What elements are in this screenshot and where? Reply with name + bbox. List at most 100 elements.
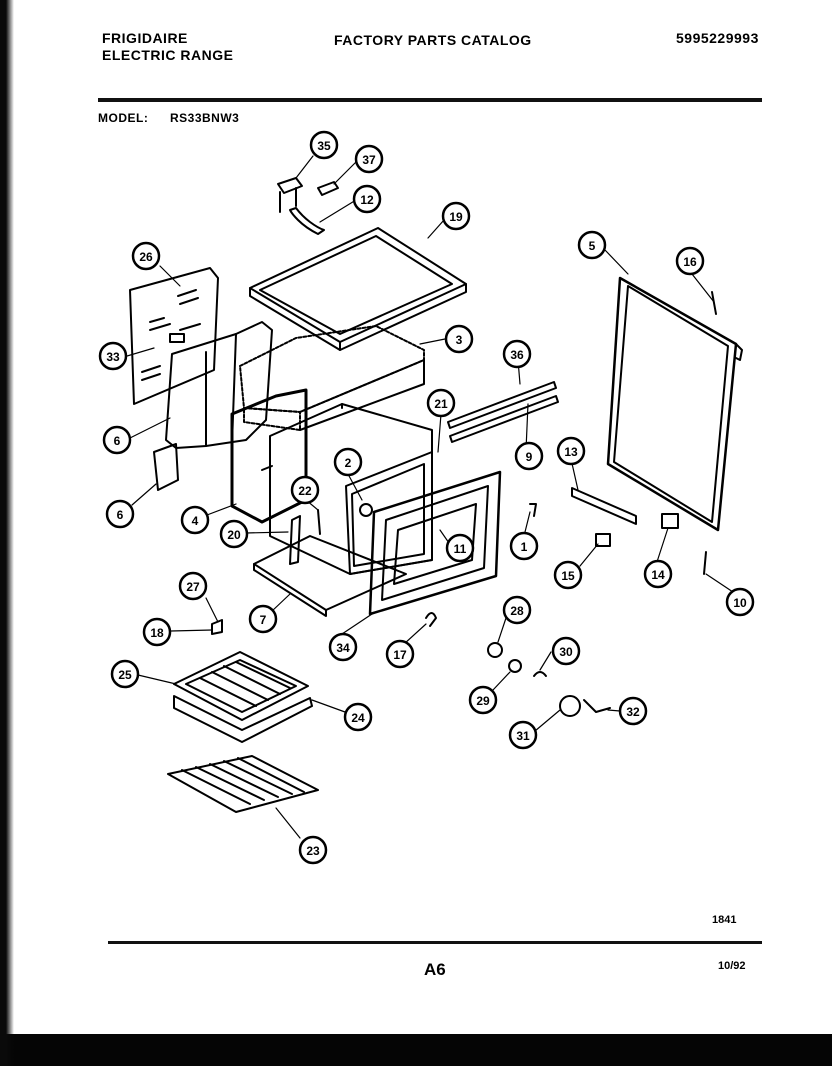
revision-date: 10/92 — [718, 960, 746, 972]
callout-18-label: 18 — [150, 626, 164, 640]
screw-part — [703, 551, 707, 575]
callout-2: 2 — [333, 447, 363, 477]
clip-15-part — [595, 533, 611, 547]
element-bracket-part — [289, 509, 321, 565]
callout-6-lower: 6 — [105, 499, 135, 529]
callout-20-label: 20 — [227, 528, 241, 542]
callout-32-label: 32 — [626, 705, 640, 719]
callout-19-label: 19 — [449, 210, 463, 224]
callout-22-label: 22 — [298, 484, 312, 498]
callout-12-label: 12 — [360, 193, 374, 207]
scan-border-bottom — [0, 1034, 832, 1066]
callout-1-label: 1 — [521, 540, 528, 554]
knob-1-part — [529, 503, 537, 517]
callout-37-label: 37 — [362, 153, 376, 167]
callout-14: 14 — [643, 559, 673, 589]
callout-32: 32 — [618, 696, 648, 726]
callout-13: 13 — [556, 436, 586, 466]
callout-26-label: 26 — [139, 250, 153, 264]
callout-20: 20 — [219, 519, 249, 549]
callout-5-label: 5 — [589, 239, 596, 253]
switch-part — [661, 513, 679, 529]
callout-5: 5 — [577, 230, 607, 260]
callout-30-label: 30 — [559, 645, 573, 659]
callout-23-label: 23 — [306, 844, 320, 858]
callout-23: 23 — [298, 835, 328, 865]
callout-6-upper-label: 6 — [114, 434, 121, 448]
callout-36-label: 36 — [510, 348, 524, 362]
insulation-part — [239, 325, 425, 431]
callout-6-lower-label: 6 — [117, 508, 124, 522]
callout-2-label: 2 — [345, 456, 352, 470]
callout-6-upper: 6 — [102, 425, 132, 455]
drawing-code: 1841 — [712, 914, 737, 926]
callout-3-label: 3 — [456, 333, 463, 347]
callout-30: 30 — [551, 636, 581, 666]
callout-29: 29 — [468, 685, 498, 715]
outer-side-panel-part — [606, 276, 743, 532]
callout-13-label: 13 — [564, 445, 578, 459]
callout-34-label: 34 — [336, 641, 350, 655]
callout-4: 4 — [180, 505, 210, 535]
callout-27: 27 — [178, 571, 208, 601]
callout-29-label: 29 — [476, 694, 490, 708]
top-panel-part — [249, 227, 467, 351]
callout-21: 21 — [426, 388, 456, 418]
callout-28: 28 — [502, 595, 532, 625]
rail-part — [571, 487, 637, 525]
callout-15: 15 — [553, 560, 583, 590]
callout-9: 9 — [514, 441, 544, 471]
callout-31: 31 — [508, 720, 538, 750]
model-label: MODEL: — [98, 111, 149, 125]
callout-15-label: 15 — [561, 569, 575, 583]
callout-1: 1 — [509, 531, 539, 561]
header-rule — [98, 98, 762, 102]
callout-33: 33 — [98, 341, 128, 371]
hinge-18-part — [211, 619, 223, 635]
spring-part — [289, 207, 325, 235]
knob-28-part — [487, 642, 503, 658]
callout-22: 22 — [290, 475, 320, 505]
callout-14-label: 14 — [651, 568, 665, 582]
page-number: A6 — [424, 960, 446, 979]
callout-37: 37 — [354, 144, 384, 174]
callout-4-label: 4 — [192, 514, 199, 528]
catalog-part-number: 5995229993 — [676, 30, 759, 46]
scan-border-left — [0, 0, 14, 1066]
callout-27-label: 27 — [186, 580, 200, 594]
callout-9-label: 9 — [526, 450, 533, 464]
callout-33-label: 33 — [106, 350, 120, 364]
callout-25-label: 25 — [118, 668, 132, 682]
callout-35: 35 — [309, 130, 339, 160]
callout-7: 7 — [248, 604, 278, 634]
callout-36: 36 — [502, 339, 532, 369]
callout-25: 25 — [110, 659, 140, 689]
callout-7-label: 7 — [260, 613, 267, 627]
brand-name: FRIGIDAIRE — [102, 30, 188, 46]
callout-18: 18 — [142, 617, 172, 647]
callout-10: 10 — [725, 587, 755, 617]
callout-11-label: 11 — [454, 542, 467, 556]
thermostat-31-part — [559, 695, 611, 717]
callout-31-label: 31 — [516, 729, 530, 743]
callout-12: 12 — [352, 184, 382, 214]
hook-17-part — [425, 612, 437, 627]
door-frame-part — [368, 470, 502, 616]
leader-lines — [126, 155, 737, 839]
callout-10-label: 10 — [733, 596, 747, 610]
catalog-title: FACTORY PARTS CATALOG — [334, 32, 532, 48]
callout-24-label: 24 — [351, 711, 365, 725]
trim-strip-part — [447, 381, 559, 443]
brand-block: FRIGIDAIRE ELECTRIC RANGE — [102, 30, 233, 64]
callout-35-label: 35 — [317, 139, 331, 153]
callout-11: 11 — [445, 533, 475, 563]
callout-28-label: 28 — [510, 604, 524, 618]
hinge-bracket-part — [277, 177, 303, 213]
rear-panel-part — [129, 267, 219, 405]
clip-30-part — [533, 671, 547, 677]
callout-16: 16 — [675, 246, 705, 276]
callout-17: 17 — [385, 639, 415, 669]
callout-26: 26 — [131, 241, 161, 271]
